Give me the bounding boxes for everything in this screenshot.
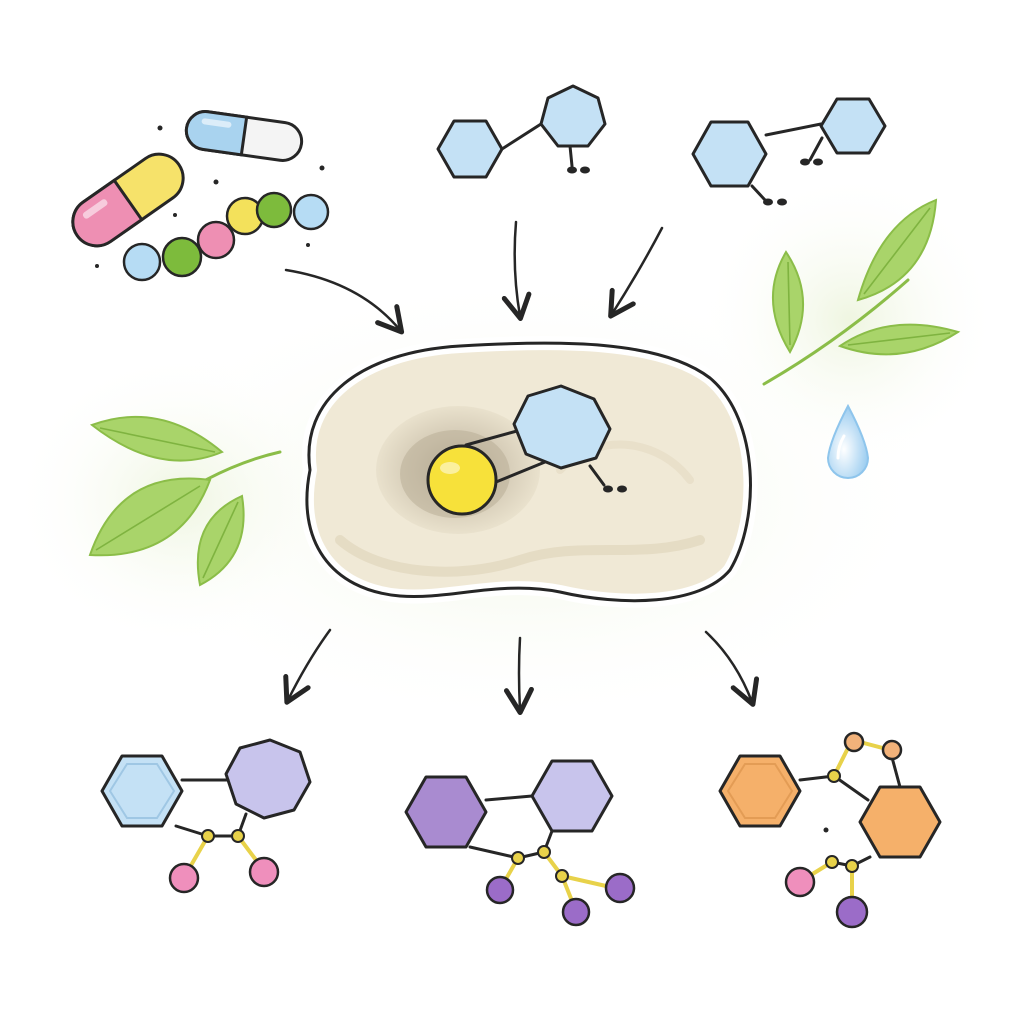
input-small-molecule-b <box>691 97 887 206</box>
leaf-icon <box>762 198 961 386</box>
arrow-icon <box>503 636 534 715</box>
input-arrows <box>284 220 664 335</box>
hexagon-ring-icon <box>718 754 802 828</box>
hexagon-ring-icon <box>100 754 184 828</box>
input-pills-and-peptide <box>71 110 330 282</box>
arrow-icon <box>283 628 332 705</box>
capsule-icon <box>71 152 185 248</box>
hexagon-ring-icon <box>819 97 887 155</box>
arrow-icon <box>501 220 532 321</box>
input-small-molecule-a <box>436 84 607 179</box>
peptide-chain-icon <box>122 191 330 282</box>
ligand-icon <box>512 384 612 470</box>
output-metabolite-b <box>404 759 636 927</box>
arrow-icon <box>608 226 664 319</box>
specks <box>95 125 325 268</box>
hexagon-ring-icon <box>858 785 942 859</box>
enzyme-with-ligand <box>299 336 758 608</box>
hexagon-ring-icon <box>404 775 488 849</box>
hexagon-ring-icon <box>691 120 768 188</box>
output-metabolite-c <box>718 731 942 929</box>
heptagon-ring-icon <box>539 84 607 148</box>
output-arrows <box>283 628 760 715</box>
arrow-icon <box>704 630 760 707</box>
hexagon-ring-icon <box>530 759 614 833</box>
capsule-icon <box>184 110 304 162</box>
output-metabolite-a <box>100 738 312 894</box>
water-droplet-icon <box>826 403 870 479</box>
arrow-icon <box>284 268 405 335</box>
leaf-icon <box>88 415 282 587</box>
ligand-atom <box>426 444 498 516</box>
heptagon-ring-icon <box>224 738 312 820</box>
hexagon-ring-icon <box>436 119 504 179</box>
